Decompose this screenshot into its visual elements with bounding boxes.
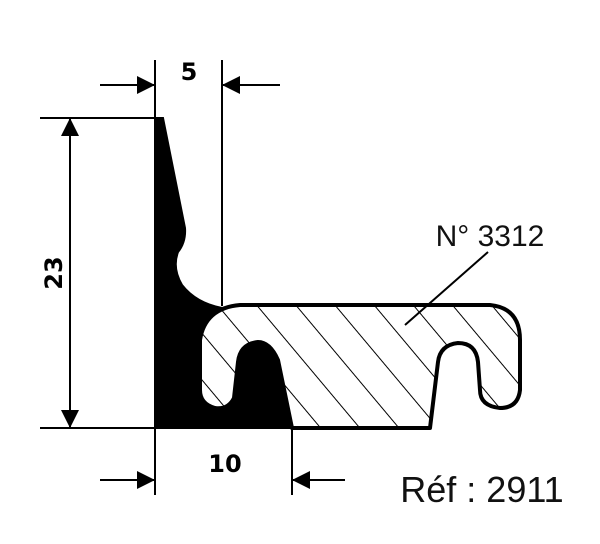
dimension-height: 23 — [40, 117, 160, 429]
dimension-bottom-width: 10 — [100, 428, 345, 495]
black-base-profile — [154, 117, 294, 429]
dimension-label-bottom: 10 — [208, 450, 241, 478]
part-number-label: N° 3312 — [436, 220, 545, 253]
dimension-label-top: 5 — [181, 58, 198, 86]
dimension-label-height: 23 — [40, 256, 68, 289]
leader-line — [404, 251, 489, 326]
reference-label: Réf : 2911 — [400, 469, 563, 510]
dimension-top-width: 5 — [100, 58, 280, 306]
